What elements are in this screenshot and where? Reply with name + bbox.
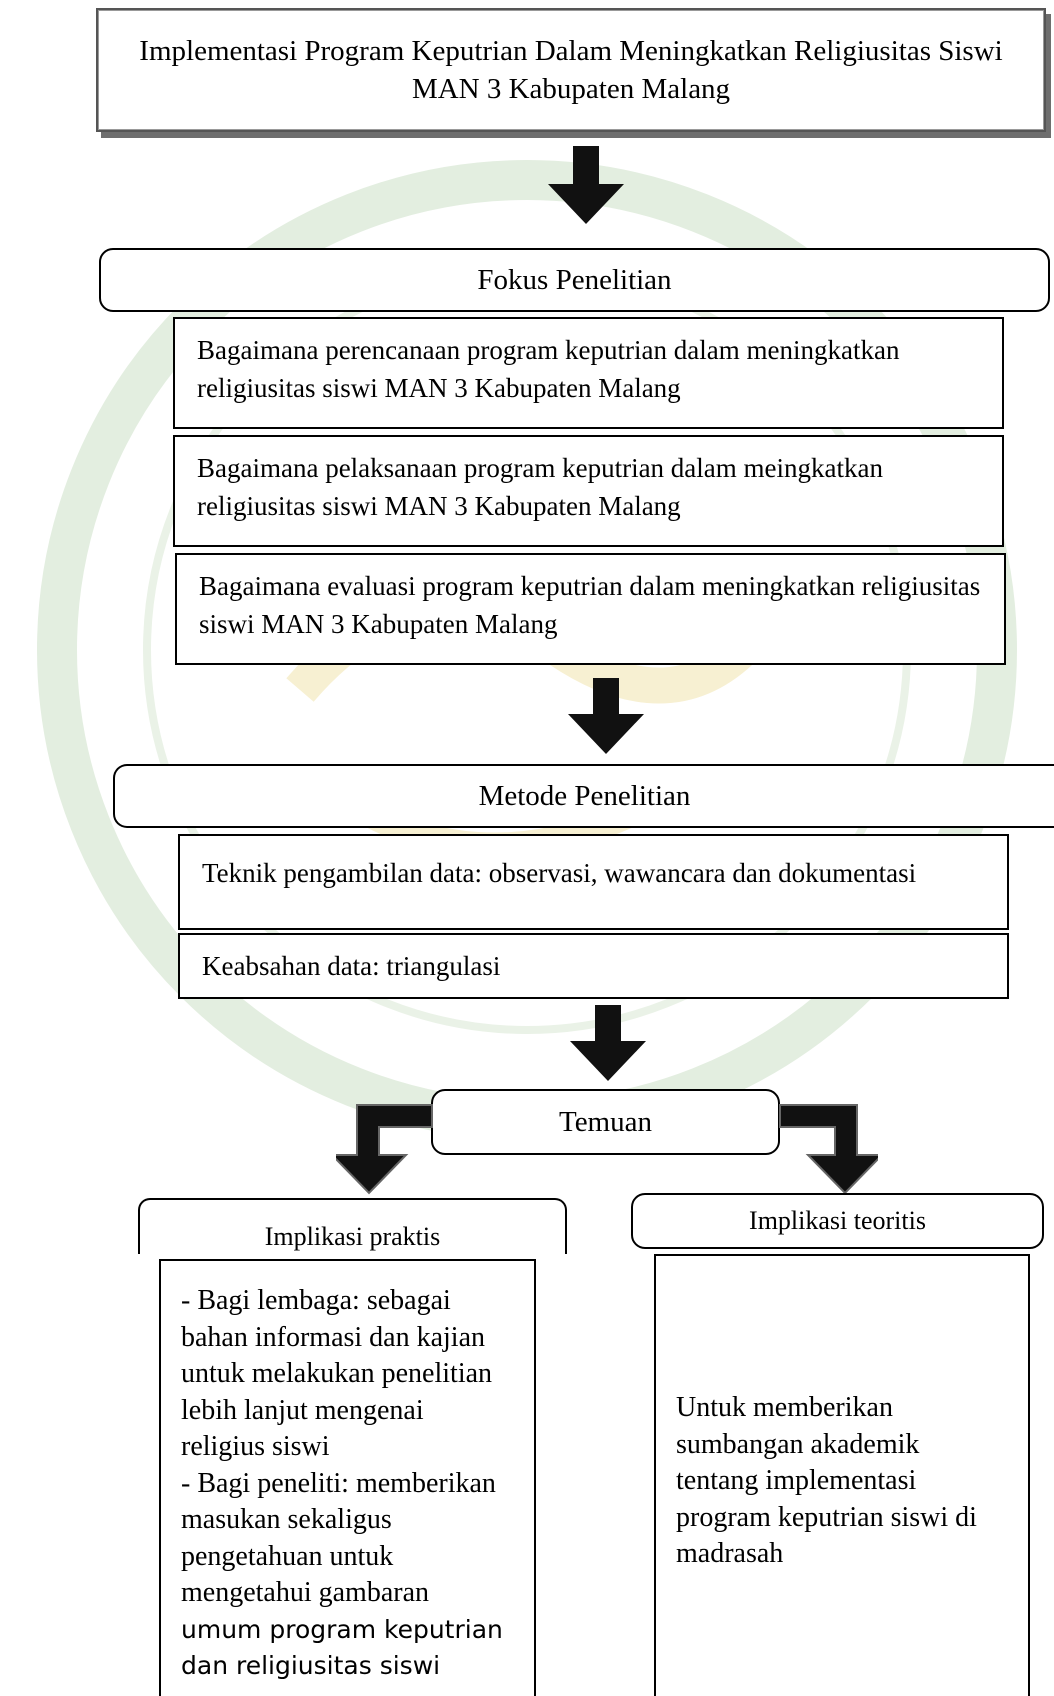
praktis-line: untuk melakukan penelitian bbox=[181, 1358, 493, 1389]
teoritis-header: Implikasi teoritis bbox=[631, 1193, 1044, 1249]
teoritis-line: program keputrian siswi di bbox=[676, 1501, 977, 1533]
praktis-line: masukan sekaligus bbox=[181, 1504, 392, 1535]
metode-header: Metode Penelitian bbox=[113, 764, 1054, 828]
teoritis-header-label: Implikasi teoritis bbox=[749, 1206, 926, 1235]
praktis-line: religius siswi bbox=[181, 1431, 330, 1462]
praktis-header-label: Implikasi praktis bbox=[264, 1222, 441, 1251]
title-text: Implementasi Program Keputrian Dalam Men… bbox=[139, 35, 1003, 105]
elbow-arrow-right-icon bbox=[779, 1104, 878, 1195]
praktis-line: - Bagi lembaga: sebagai bbox=[181, 1285, 451, 1316]
praktis-line: bahan informasi dan kajian bbox=[181, 1321, 486, 1353]
fokus-item-2-text: Bagaimana pelaksanaan program keputrian … bbox=[197, 453, 883, 521]
praktis-line: mengetahui gambaran bbox=[181, 1577, 430, 1608]
praktis-line: - Bagi peneliti: memberikan bbox=[181, 1467, 496, 1499]
praktis-line: lebih lanjut mengenai bbox=[181, 1394, 424, 1426]
down-arrow-icon bbox=[548, 146, 624, 224]
metode-item-2: Keabsahan data: triangulasi bbox=[178, 933, 1009, 999]
teoritis-line: sumbangan akademik bbox=[676, 1428, 920, 1460]
down-arrow-icon bbox=[568, 678, 644, 754]
fokus-item-2: Bagaimana pelaksanaan program keputrian … bbox=[173, 435, 1004, 547]
praktis-content: - Bagi lembaga: sebagai bahan informasi … bbox=[159, 1259, 536, 1696]
metode-item-1: Teknik pengambilan data: observasi, wawa… bbox=[178, 834, 1009, 930]
fokus-header-label: Fokus Penelitian bbox=[477, 263, 672, 296]
fokus-header: Fokus Penelitian bbox=[99, 248, 1050, 312]
metode-item-1-text: Teknik pengambilan data: observasi, wawa… bbox=[202, 858, 917, 888]
fokus-item-3: Bagaimana evaluasi program keputrian dal… bbox=[175, 553, 1006, 665]
temuan-box: Temuan bbox=[431, 1089, 780, 1155]
fokus-item-1: Bagaimana perencanaan program keputrian … bbox=[173, 317, 1004, 429]
down-arrow-icon bbox=[570, 1005, 646, 1081]
metode-header-label: Metode Penelitian bbox=[478, 779, 691, 812]
teoritis-line: Untuk memberikan bbox=[676, 1392, 893, 1423]
elbow-arrow-left-icon bbox=[336, 1104, 433, 1195]
title-box: Implementasi Program Keputrian Dalam Men… bbox=[96, 8, 1046, 132]
teoritis-line: madrasah bbox=[676, 1538, 784, 1569]
praktis-line: pengetahuan untuk bbox=[181, 1540, 394, 1572]
teoritis-line: tentang implementasi bbox=[676, 1465, 917, 1496]
praktis-line: dan religiusitas siswi bbox=[181, 1651, 441, 1680]
praktis-header: Implikasi praktis bbox=[138, 1198, 567, 1254]
praktis-line: umum program keputrian bbox=[181, 1614, 503, 1644]
fokus-item-1-text: Bagaimana perencanaan program keputrian … bbox=[197, 335, 900, 403]
temuan-label: Temuan bbox=[559, 1105, 652, 1138]
metode-item-2-text: Keabsahan data: triangulasi bbox=[202, 951, 501, 981]
fokus-item-3-text: Bagaimana evaluasi program keputrian dal… bbox=[199, 571, 981, 639]
teoritis-content: Untuk memberikan sumbangan akademik tent… bbox=[654, 1254, 1030, 1696]
